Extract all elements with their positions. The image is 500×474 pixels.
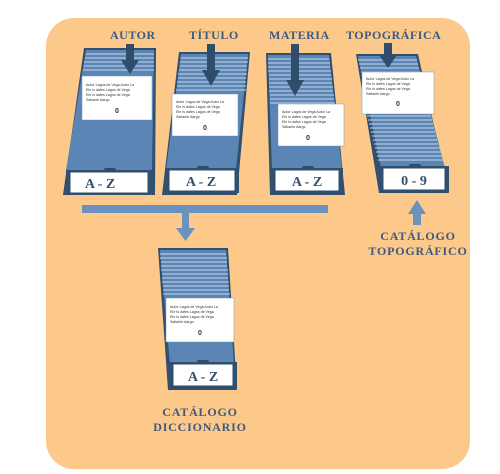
drawer-diccionario-label: A - Z (188, 370, 218, 385)
topografico-arrow-shaft (413, 213, 421, 225)
svg-text:Ele Is dafes Lagos de V: Ele Is dafes Lagos de Vega (282, 120, 326, 124)
svg-text:Ele Is dafes Lagos de V: Ele Is dafes Lagos de Vega (170, 315, 214, 319)
caption-diccionario-line2: DICCIONARIO (153, 420, 247, 434)
svg-text:Saltante Aargo: Saltante Aargo (86, 98, 110, 102)
drawer-autor-slats (83, 53, 154, 71)
connector-arrow-head (176, 228, 195, 241)
card-titulo (171, 93, 239, 137)
svg-text:Autor Lagos de Vega Autor La: Autor Lagos de Vega Autor La (366, 77, 414, 81)
svg-text:Ele Is dafes Lagos de V: Ele Is dafes Lagos de Vega (176, 105, 220, 109)
drawer-materia-label: A - Z (292, 175, 322, 190)
caption-catalogo-topografico: CATÁLOGO TOPOGRÁFICO (350, 229, 486, 259)
svg-text:Ele Is dafes Lagos de V: Ele Is dafes Lagos de Vega (86, 93, 130, 97)
drawer-diccionario: A - Z Autor Lagos de Vega Autor La Ele I… (158, 248, 237, 390)
svg-text:Ele Is dafes Lagos de V: Ele Is dafes Lagos de Vega (170, 310, 214, 314)
svg-text:Autor Lagos de Vega Autor La: Autor Lagos de Vega Autor La (86, 83, 134, 87)
topografico-arrow-head (408, 200, 426, 214)
svg-text:Ele Is dafes Lagos de V: Ele Is dafes Lagos de Vega (366, 82, 410, 86)
drawer-autor-label: A - Z (85, 177, 115, 192)
svg-text:Saltante Aargo: Saltante Aargo (170, 320, 194, 324)
svg-text:Autor Lagos de Vega Autor La: Autor Lagos de Vega Autor La (170, 305, 218, 309)
svg-text:Saltante Aargo: Saltante Aargo (176, 115, 200, 119)
header-topografica: TOPOGRÁFICA (346, 28, 442, 42)
connector-bar (82, 205, 328, 213)
card-materia (277, 103, 345, 147)
drawer-diccionario-slats (160, 253, 230, 295)
svg-text:Ele Is dafes Lagos de V: Ele Is dafes Lagos de Vega (176, 110, 220, 114)
drawer-topografica: 0 - 9 Autor Lagos de Vega Autor La Ele I… (356, 43, 449, 193)
drawer-topografica-label: 0 - 9 (401, 174, 427, 189)
drawer-titulo: A - Z Autor Lagos de Vega Autor La Ele I… (162, 44, 250, 195)
header-materia: MATERIA (269, 28, 330, 42)
header-autor: AUTOR (110, 28, 156, 42)
svg-text:0: 0 (306, 135, 310, 142)
svg-text:Saltante Aargo: Saltante Aargo (282, 125, 306, 129)
card-diccionario (165, 297, 235, 343)
svg-text:Ele Is dafes Lagos de V: Ele Is dafes Lagos de Vega (282, 115, 326, 119)
caption-catalogo-diccionario: CATÁLOGO DICCIONARIO (140, 405, 260, 435)
svg-text:0: 0 (115, 108, 119, 115)
card-autor (81, 75, 153, 121)
svg-text:Ele Is dafes Lagos de V: Ele Is dafes Lagos de Vega (366, 87, 410, 91)
drawer-autor: A - Z Autor Lagos de Vega Autor La Ele I… (63, 44, 156, 195)
svg-text:Autor Lagos de Vega Autor La: Autor Lagos de Vega Autor La (176, 100, 224, 104)
svg-text:Ele Is dafes Lagos de V: Ele Is dafes Lagos de Vega (86, 88, 130, 92)
caption-topografico-line1: CATÁLOGO (380, 229, 456, 243)
svg-text:0: 0 (396, 101, 400, 108)
connector-arrow-shaft (182, 213, 189, 230)
svg-text:0: 0 (203, 125, 207, 132)
drawer-titulo-label: A - Z (186, 175, 216, 190)
svg-text:Autor Lagos de Vega Autor La: Autor Lagos de Vega Autor La (282, 110, 330, 114)
caption-diccionario-line1: CATÁLOGO (162, 405, 238, 419)
caption-topografico-line2: TOPOGRÁFICO (368, 244, 468, 258)
drawer-materia-slats (268, 58, 335, 104)
header-titulo: TÍTULO (189, 28, 239, 42)
card-topografica (361, 71, 435, 115)
drawer-materia: A - Z Autor Lagos de Vega Autor La Ele I… (266, 44, 345, 195)
svg-text:0: 0 (198, 330, 202, 337)
svg-text:Saltante Aargo: Saltante Aargo (366, 92, 390, 96)
